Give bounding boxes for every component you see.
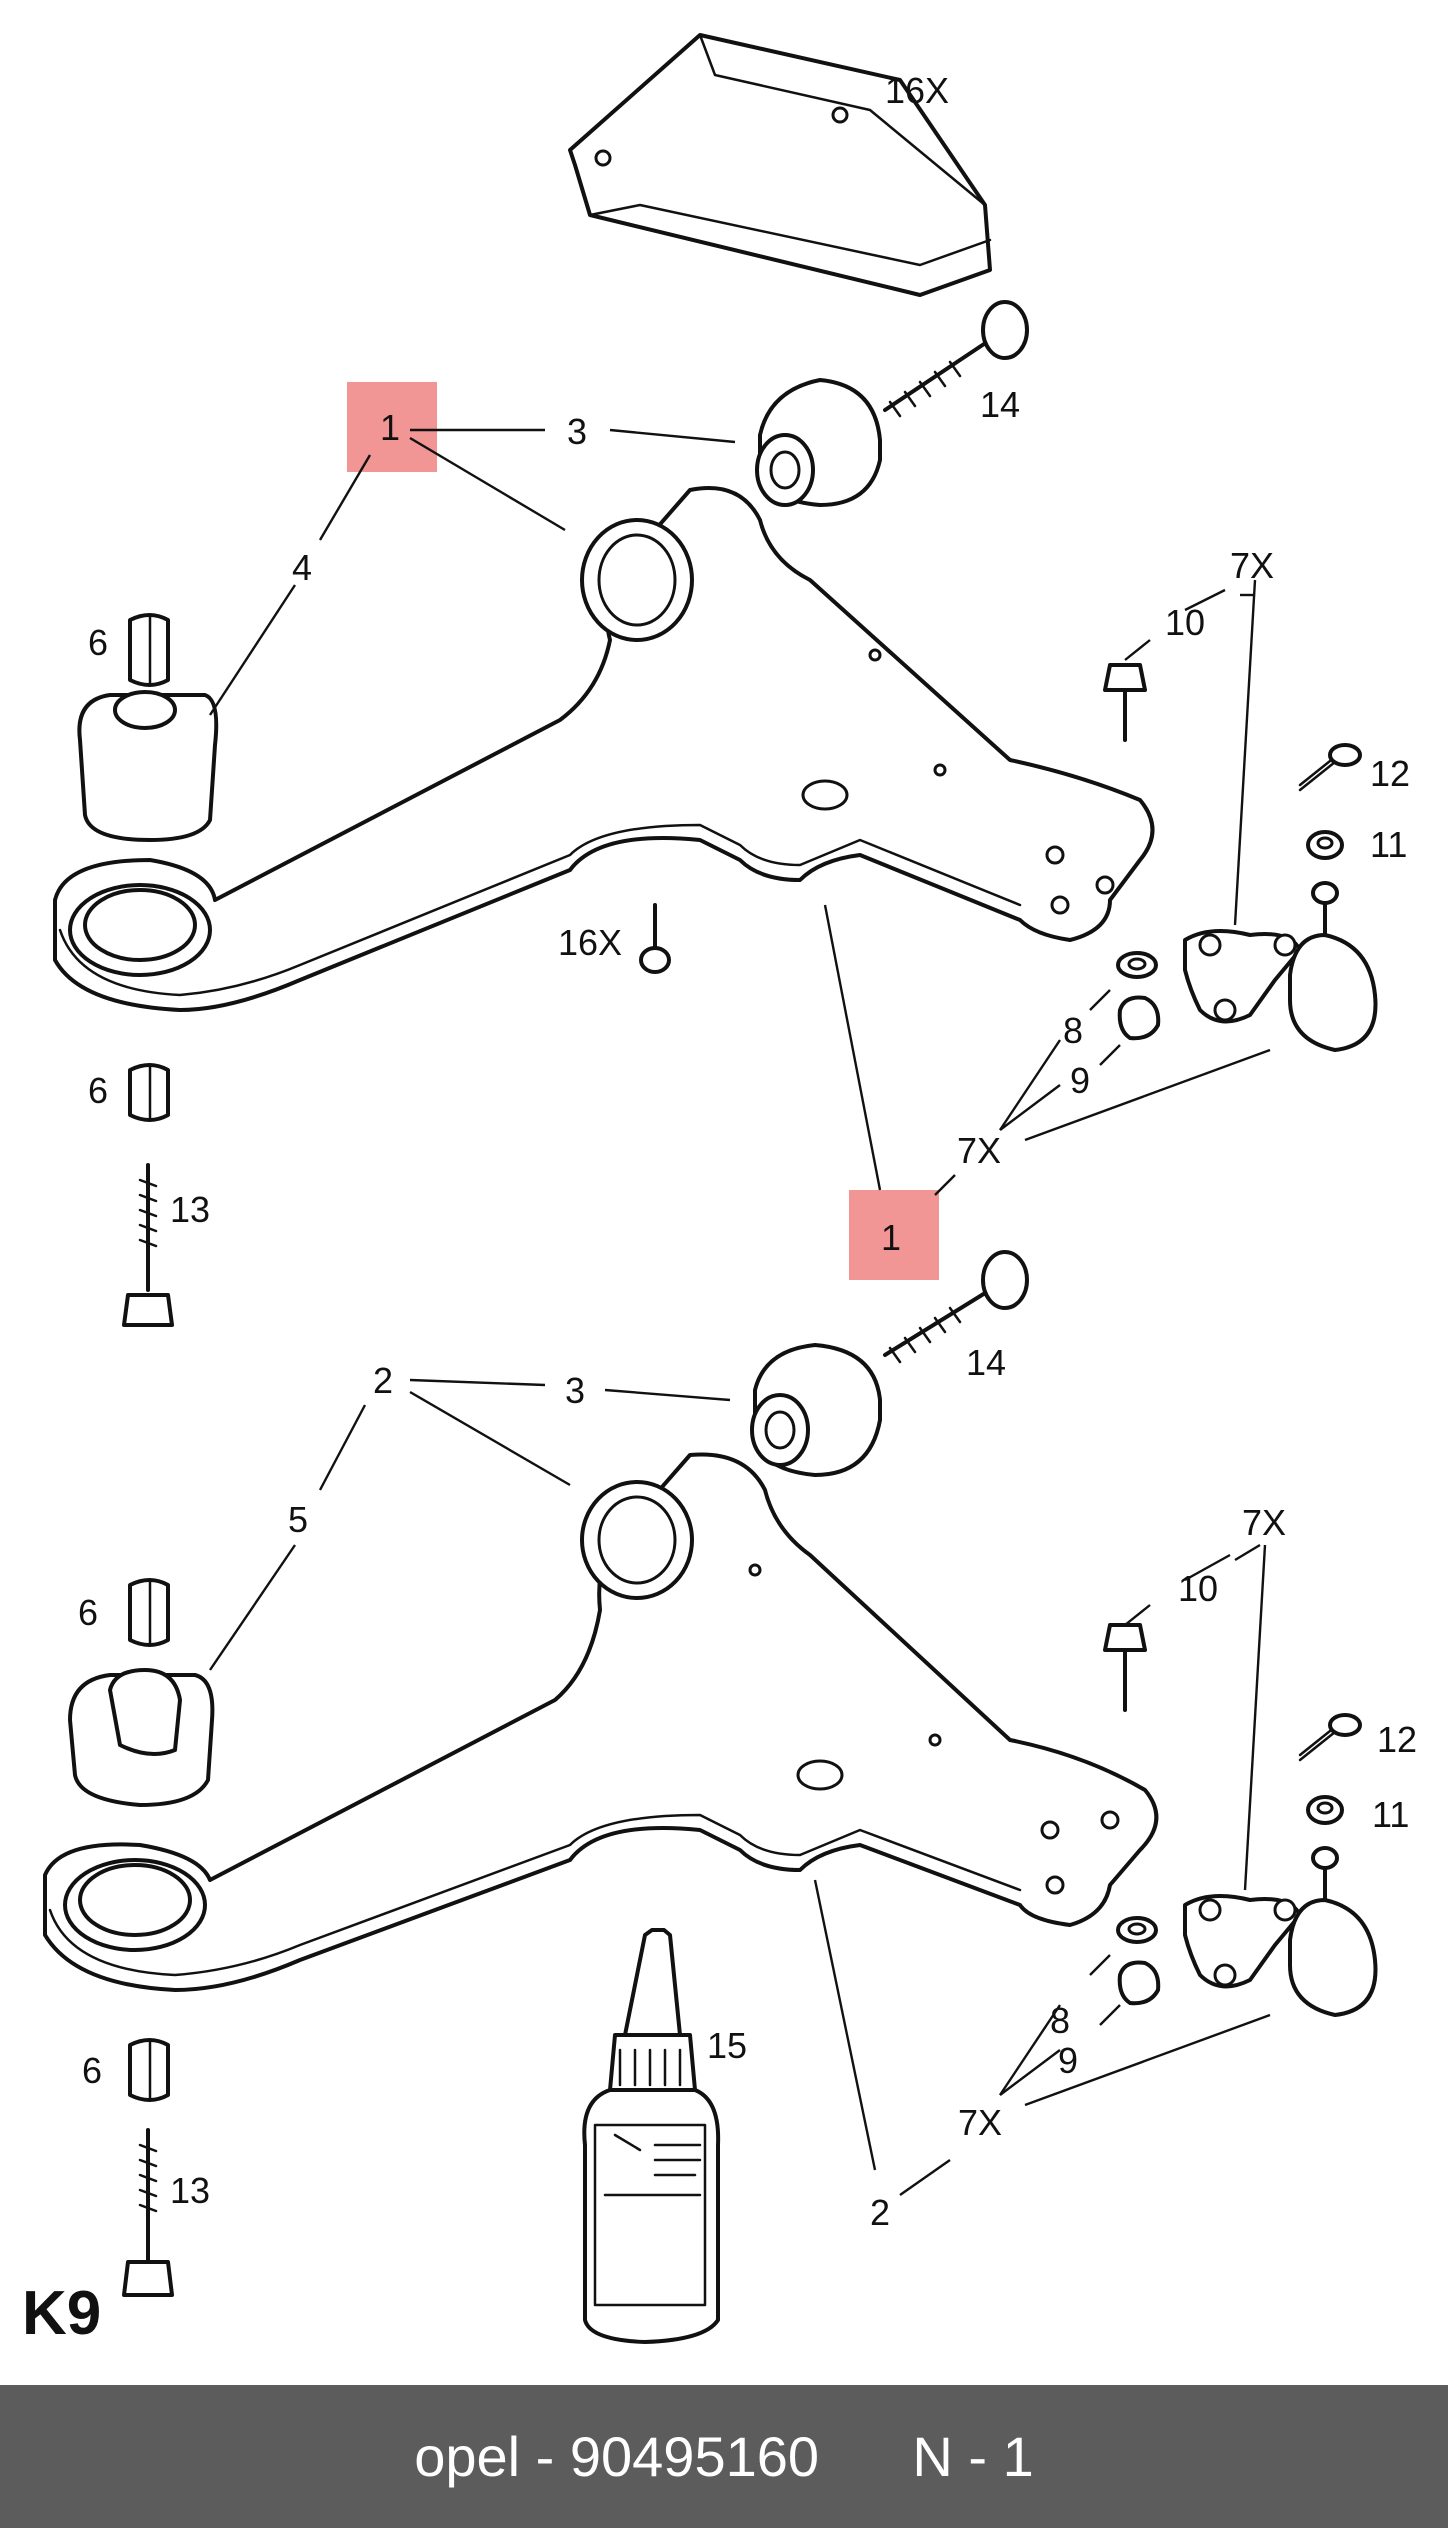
sleeve-6-b	[128, 1063, 170, 1122]
callout-14-a: 14	[980, 384, 1020, 425]
underbody-plate	[568, 33, 992, 297]
footer-bar: opel - 90495160 N - 1	[0, 2385, 1448, 2528]
bushing-bottom	[750, 1343, 882, 1477]
callout-16x-b: 16X	[558, 922, 622, 963]
callout-6-b: 6	[88, 1070, 108, 1111]
ball-joint-top	[1183, 881, 1378, 1052]
callout-1-b: 1	[881, 1217, 901, 1258]
sleeve-6-a	[128, 613, 170, 687]
figure-code: K9	[22, 2279, 102, 2348]
callout-15: 15	[707, 2025, 747, 2066]
castle-nut-11-a	[1306, 830, 1344, 860]
callout-10-a: 10	[1165, 602, 1205, 643]
highlight-part-1-b	[849, 1190, 939, 1280]
leader-lines-bottom	[209, 1378, 1271, 2196]
footer-part-number: 90495160	[569, 2425, 820, 2488]
exploded-parts-diagram: 16X 1 3 14 4 6 7X 10 12 11 16X 8 9 6 7X …	[43, 33, 1417, 2344]
callout-12-b: 12	[1377, 1719, 1417, 1760]
bolt-10-b	[1103, 1623, 1147, 1712]
nut-9-b	[1117, 1960, 1161, 2006]
cotter-pin-12-b	[1298, 1713, 1362, 1762]
ball-joint-bottom	[1183, 1846, 1378, 2017]
sealant-bottle-15	[582, 1928, 721, 2344]
bolt-bottom	[883, 1250, 1029, 1364]
callout-8-b: 8	[1050, 2000, 1070, 2041]
callout-7x-d: 7X	[958, 2102, 1002, 2143]
callout-13-a: 13	[170, 1189, 210, 1230]
nut-9-a	[1117, 995, 1161, 1041]
footer-gap	[819, 2424, 912, 2489]
callout-11-b: 11	[1372, 1794, 1409, 1835]
washer-8-b	[1116, 1916, 1158, 1944]
callout-1-a: 1	[380, 407, 400, 448]
callout-2-a: 2	[373, 1360, 393, 1401]
callout-16x-a: 16X	[885, 70, 949, 111]
sleeve-6-c	[128, 1578, 170, 1647]
hydro-bushing-5	[68, 1668, 215, 1807]
bushing-top	[755, 378, 882, 507]
callout-7x-c: 7X	[1242, 1502, 1286, 1543]
callout-9-b: 9	[1058, 2040, 1078, 2081]
rubber-bushing-4	[77, 690, 219, 842]
callout-6-d: 6	[82, 2050, 102, 2091]
control-arm-bottom	[43, 1452, 1159, 1992]
highlight-part-1-a	[347, 382, 437, 472]
callout-4: 4	[292, 547, 312, 588]
bolt-13-b	[122, 2128, 174, 2297]
callout-12-a: 12	[1370, 753, 1410, 794]
callout-labels: 16X 1 3 14 4 6 7X 10 12 11 16X 8 9 6 7X …	[78, 70, 1417, 2233]
leader-lines-top	[208, 428, 1271, 1196]
bolt-top	[883, 300, 1029, 418]
callout-14-b: 14	[966, 1342, 1006, 1383]
bolt-13-a	[122, 1163, 174, 1327]
callout-7x-a: 7X	[1230, 545, 1274, 586]
bolt-10-a	[1103, 663, 1147, 742]
callout-7x-b: 7X	[957, 1130, 1001, 1171]
callout-9-a: 9	[1070, 1060, 1090, 1101]
screw-16x	[639, 903, 671, 974]
cotter-pin-12-a	[1298, 743, 1362, 792]
callout-3-b: 3	[565, 1370, 585, 1411]
washer-8-a	[1116, 951, 1158, 979]
sleeve-6-d	[128, 2038, 170, 2102]
callout-3-a: 3	[567, 411, 587, 452]
callout-6-c: 6	[78, 1592, 98, 1633]
callout-11-a: 11	[1370, 824, 1407, 865]
footer-quantity: N - 1	[912, 2425, 1034, 2488]
callout-5: 5	[288, 1499, 308, 1540]
callout-13-b: 13	[170, 2170, 210, 2211]
footer-brand: opel	[414, 2425, 521, 2488]
callout-10-b: 10	[1178, 1568, 1218, 1609]
callout-6-a: 6	[88, 622, 108, 663]
callout-8-a: 8	[1063, 1010, 1083, 1051]
callout-2-b: 2	[870, 2192, 890, 2233]
footer-separator: -	[520, 2425, 570, 2488]
control-arm-top	[53, 486, 1155, 1012]
castle-nut-11-b	[1306, 1795, 1344, 1825]
